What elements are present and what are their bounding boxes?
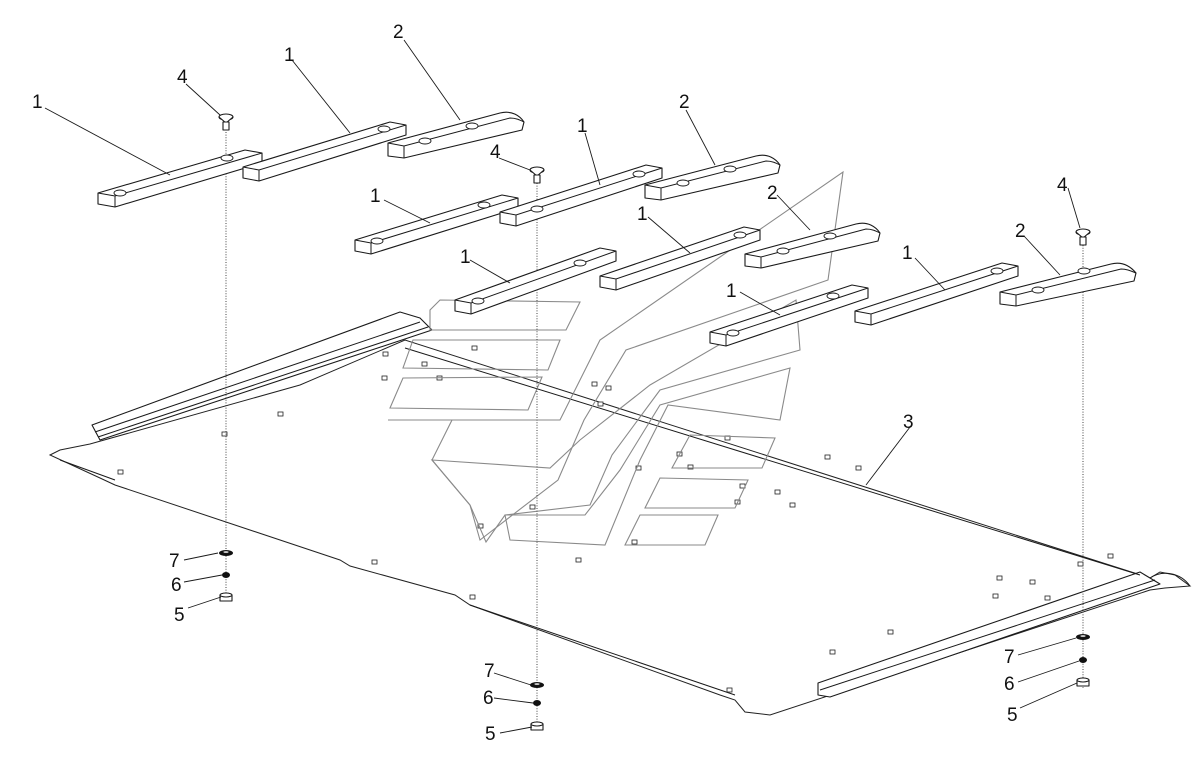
strip	[454, 247, 617, 315]
callout-2: 2	[393, 22, 404, 43]
callout-4: 4	[177, 67, 188, 88]
strip	[499, 164, 663, 227]
callout-1: 1	[577, 116, 588, 137]
callout-labels: 1 1 2 4 1 2 4 1 1 1 2 1 1 2 4 3 7 6 5 7 …	[32, 22, 1068, 745]
callout-1: 1	[370, 186, 381, 207]
fastener-stack-left	[219, 550, 233, 602]
bent-strip	[999, 262, 1137, 307]
strip	[354, 194, 519, 255]
callout-6: 6	[483, 688, 494, 709]
callout-1: 1	[902, 243, 913, 264]
callout-3: 3	[903, 412, 914, 433]
fastener-stack-center	[530, 682, 544, 731]
bolt	[218, 113, 234, 131]
bent-strip	[644, 154, 781, 201]
callout-2: 2	[767, 183, 778, 204]
callout-1: 1	[460, 247, 471, 268]
callout-4: 4	[490, 142, 501, 163]
callout-2: 2	[679, 92, 690, 113]
callout-4: 4	[1057, 175, 1068, 196]
bent-strip	[744, 222, 881, 269]
strips	[97, 121, 1019, 347]
callout-1: 1	[726, 281, 737, 302]
bolt	[529, 166, 545, 184]
fastener-stack-right	[1076, 634, 1090, 687]
leader-lines	[44, 39, 1081, 734]
callout-5: 5	[174, 605, 185, 626]
callout-6: 6	[171, 575, 182, 596]
fasteners	[219, 550, 1090, 731]
callout-5: 5	[1007, 705, 1018, 726]
callout-7: 7	[1004, 647, 1015, 668]
bent-strips	[387, 111, 1137, 307]
bent-strip	[387, 111, 525, 159]
watermark-logo	[388, 170, 844, 546]
strip	[97, 149, 263, 208]
callout-1: 1	[637, 204, 648, 225]
bolts	[218, 113, 1091, 246]
callout-6: 6	[1004, 674, 1015, 695]
callout-2: 2	[1015, 221, 1026, 242]
strip	[242, 121, 407, 182]
callout-1: 1	[284, 45, 295, 66]
bolt	[1075, 228, 1091, 246]
floor-sheet	[48, 311, 1192, 716]
callout-7: 7	[169, 551, 180, 572]
strip	[709, 284, 869, 347]
callout-5: 5	[485, 724, 496, 745]
callout-7: 7	[484, 661, 495, 682]
strip	[599, 226, 761, 291]
assembly-axes	[225, 132, 1084, 728]
callout-1: 1	[32, 92, 43, 113]
strip	[854, 262, 1019, 326]
